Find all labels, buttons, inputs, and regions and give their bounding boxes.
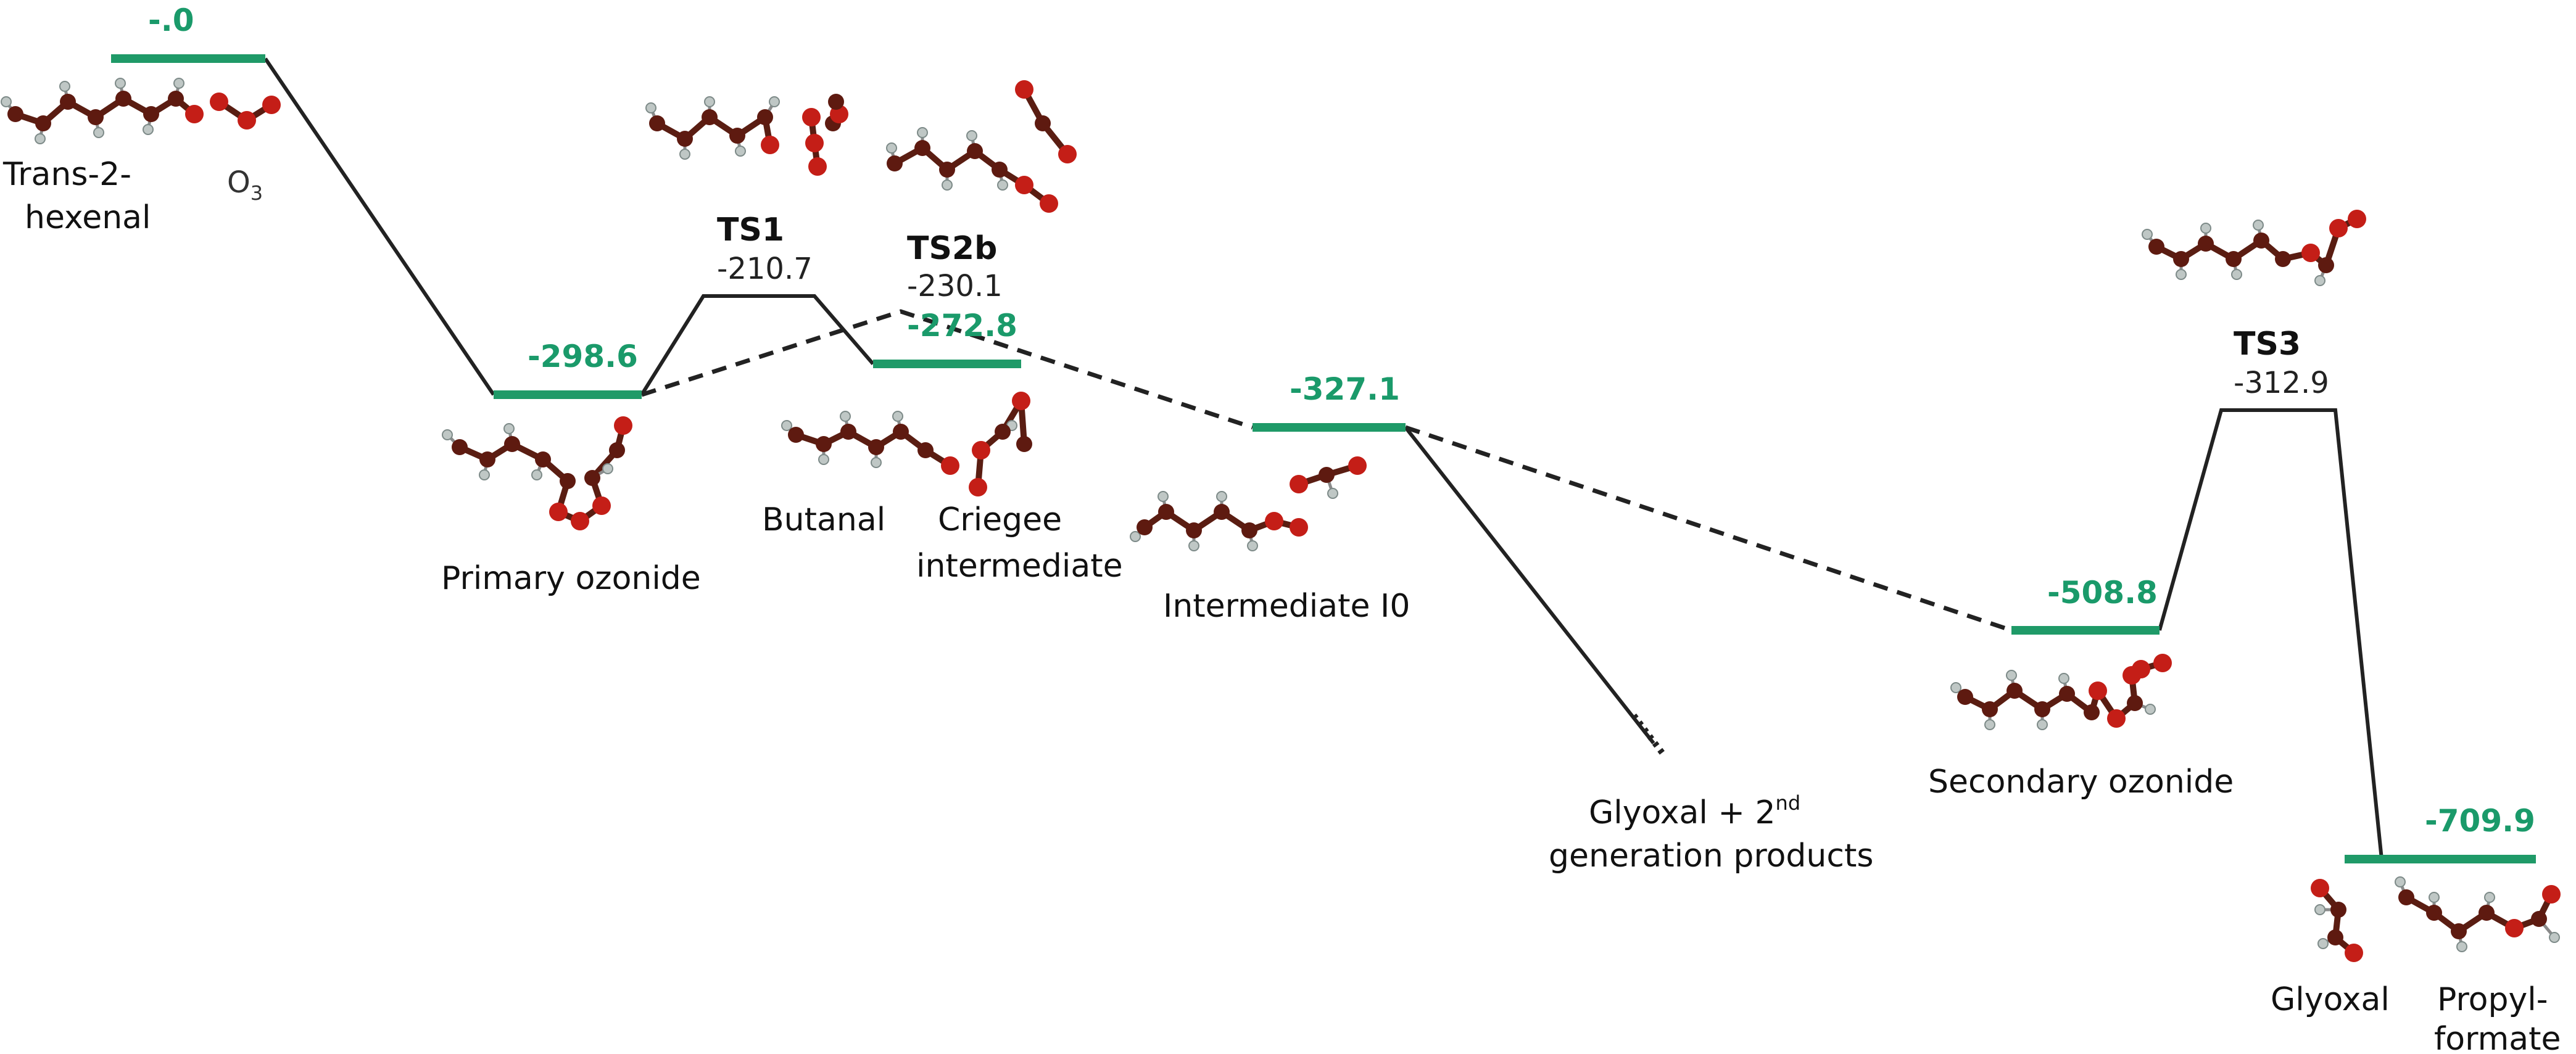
- molecule-primary-ozonide: [442, 416, 632, 530]
- label-secondary-ozonide: Secondary ozonide: [1928, 764, 2234, 801]
- label-trans-hexenal-line1: Trans-2-: [2, 156, 131, 193]
- energy-ts2b: -230.1: [907, 269, 1003, 303]
- energy-reactants: -.0: [148, 2, 194, 38]
- ts3-label: TS3: [2234, 326, 2301, 363]
- label-intermediate-i0: Intermediate I0: [1163, 588, 1410, 625]
- transition-state-names: TS1 TS2b TS3: [717, 212, 2301, 363]
- path-ts2b-dashed: [640, 309, 1254, 430]
- molecule-criegee: [969, 392, 1032, 496]
- molecule-ts1-o2: [825, 94, 848, 131]
- label-primary-ozonide: Primary ozonide: [441, 560, 701, 597]
- molecule-intermediate-i0: [1130, 491, 1308, 551]
- molecule-glyoxal: [2311, 879, 2363, 962]
- path-ts1: [640, 294, 875, 396]
- label-trans-hexenal-line2: hexenal: [25, 199, 151, 236]
- label-glyoxal-products-line2: generation products: [1549, 838, 1873, 875]
- label-glyoxal: Glyoxal: [2271, 981, 2390, 1018]
- molecule-ts3: [2142, 210, 2366, 286]
- path-to-glyoxal-products: [1404, 426, 1655, 744]
- label-butanal: Butanal: [762, 501, 885, 538]
- ts1-label: TS1: [717, 212, 784, 249]
- label-propyl-line1: Propyl-: [2437, 981, 2548, 1018]
- molecule-ts1-ozone: [802, 108, 827, 176]
- path-ts3: [2158, 408, 2383, 860]
- energy-primary-ozonide: -298.6: [528, 339, 638, 374]
- molecule-ozone: [210, 93, 281, 130]
- energy-products: -709.9: [2425, 803, 2535, 839]
- energy-values: -.0 -298.6 -210.7 -230.1 -272.8 -327.1 -…: [148, 2, 2535, 839]
- path-i0-to-secondary-ozonide-dashed: [1404, 425, 2013, 633]
- label-criegee-line1: Criegee: [938, 501, 1062, 538]
- energy-levels: [111, 54, 2536, 863]
- species-labels: Trans-2- hexenal O3 Primary ozonide Buta…: [2, 156, 2561, 1054]
- energy-ts3: -312.9: [2234, 366, 2329, 400]
- energy-secondary-ozonide: -508.8: [2047, 575, 2158, 611]
- label-propyl-line2: formate: [2434, 1021, 2561, 1054]
- molecule-models: [1, 78, 2561, 962]
- ts2b-label: TS2b: [907, 230, 997, 267]
- molecule-ts2b-co: [1015, 80, 1077, 163]
- energy-butanal-criegee: -272.8: [907, 308, 1017, 344]
- molecule-butanal: [781, 411, 959, 475]
- label-ozone: O3: [227, 165, 263, 205]
- pathway-lines: [263, 57, 2383, 860]
- path-reactants-to-primary-ozonide: [263, 57, 495, 396]
- energy-ts1: -210.7: [717, 252, 813, 286]
- energy-intermediate-i0: -327.1: [1290, 371, 1400, 407]
- molecule-trans-hexenal: [1, 78, 204, 144]
- label-criegee-line2: intermediate: [916, 548, 1123, 585]
- molecule-ts2b-chain: [886, 127, 1058, 213]
- molecule-i0-co: [1290, 456, 1367, 499]
- molecule-ts1-chain: [645, 96, 780, 160]
- molecule-secondary-ozonide: [1950, 654, 2172, 730]
- label-glyoxal-products-line1: Glyoxal + 2nd: [1589, 791, 1800, 831]
- molecule-propyl-formate: [2395, 876, 2561, 952]
